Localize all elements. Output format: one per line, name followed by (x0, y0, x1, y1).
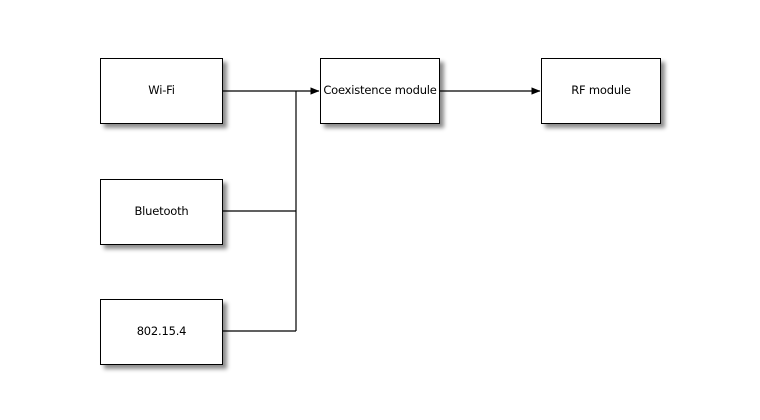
node-bluetooth[interactable]: Bluetooth (100, 179, 223, 245)
node-coexistence-module[interactable]: Coexistence module (320, 58, 440, 124)
node-rf-module[interactable]: RF module (541, 58, 661, 124)
node-802-15-4-label: 802.15.4 (136, 324, 187, 339)
node-coexistence-module-label: Coexistence module (323, 83, 437, 98)
node-wifi[interactable]: Wi-Fi (100, 58, 223, 124)
node-wifi-label: Wi-Fi (148, 83, 175, 98)
node-rf-module-label: RF module (571, 83, 631, 98)
node-bluetooth-label: Bluetooth (134, 204, 189, 219)
node-802-15-4[interactable]: 802.15.4 (100, 299, 223, 365)
